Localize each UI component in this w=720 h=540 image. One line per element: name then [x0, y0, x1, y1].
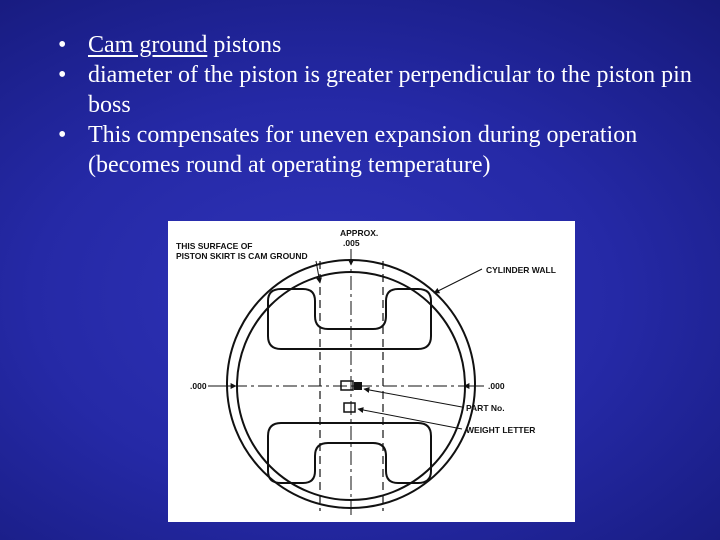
- weight-letter-box: [343, 402, 356, 413]
- piston-diagram-svg: THIS SURFACE OF PISTON SKIRT IS CAM GROU…: [176, 228, 556, 516]
- bullet-item-cam-ground: • Cam ground pistons: [58, 30, 698, 60]
- bullet-item-diameter: • diameter of the piston is greater perp…: [58, 60, 698, 120]
- bullet-item-compensates: • This compensates for uneven expansion …: [58, 120, 698, 180]
- bullet-list: • Cam ground pistons • diameter of the p…: [58, 30, 698, 180]
- label-left-value: .000: [190, 381, 207, 391]
- bullet-text: This compensates for uneven expansion du…: [88, 122, 638, 178]
- bullet-underlined-term: Cam ground: [88, 32, 208, 58]
- lower-boss-outline: [267, 422, 432, 484]
- upper-boss-outline: [267, 288, 432, 350]
- label-approx-value: .005: [343, 238, 360, 248]
- bullet-text: diameter of the piston is greater perpen…: [88, 62, 692, 118]
- label-approx: APPROX.: [340, 228, 378, 238]
- label-weight-letter: WEIGHT LETTER: [466, 425, 535, 435]
- bullet-marker: •: [58, 32, 67, 58]
- arrow-part-no: [363, 387, 463, 408]
- arrow-weight-letter: [357, 407, 463, 430]
- label-surface-line2: PISTON SKIRT IS CAM GROUND: [176, 251, 308, 261]
- part-number-box: [340, 380, 354, 391]
- label-right-value: .000: [488, 381, 505, 391]
- arrow-cylinder-wall: [433, 268, 483, 294]
- part-number-mark: [354, 382, 362, 390]
- label-surface-line1: THIS SURFACE OF: [176, 241, 253, 251]
- arrow-surface: [315, 260, 322, 284]
- label-part-no: PART No.: [466, 403, 505, 413]
- bullet-marker: •: [58, 62, 67, 88]
- bullet-marker: •: [58, 122, 67, 148]
- bullet-text: pistons: [207, 32, 282, 58]
- label-cylinder-wall: CYLINDER WALL: [486, 265, 556, 275]
- piston-diagram: THIS SURFACE OF PISTON SKIRT IS CAM GROU…: [168, 221, 575, 522]
